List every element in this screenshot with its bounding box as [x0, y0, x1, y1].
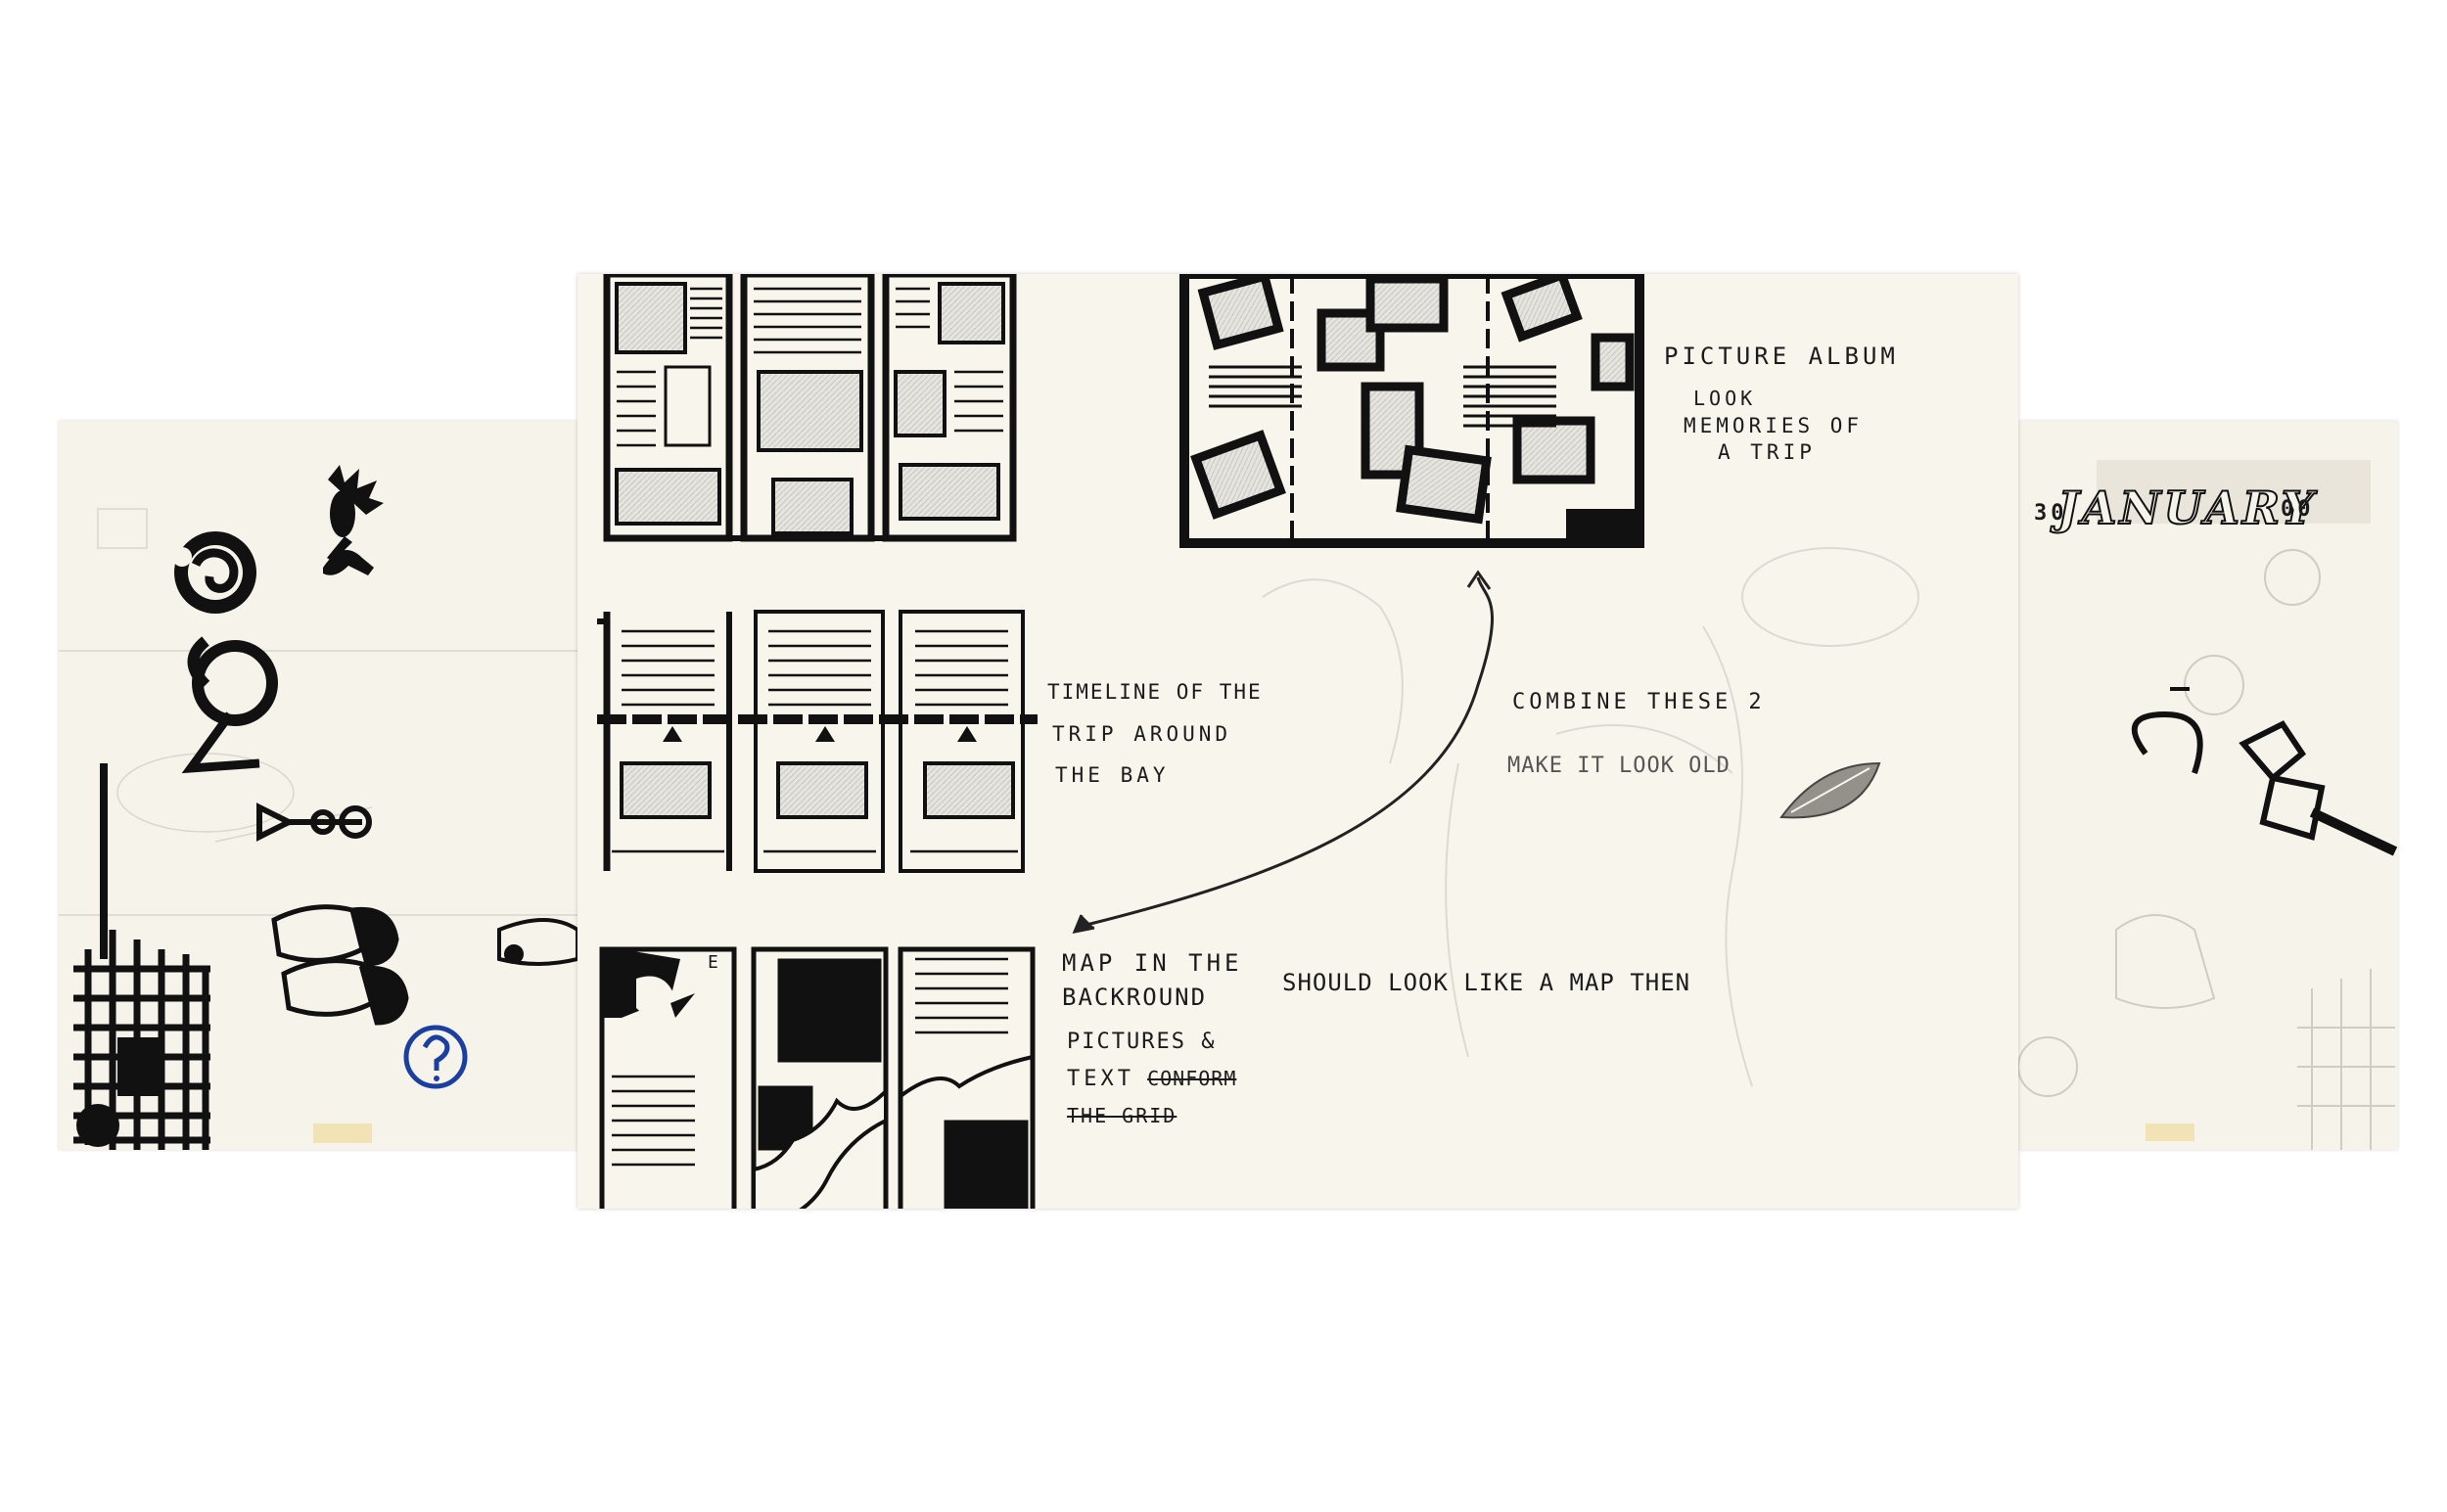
memories-line-2: A TRIP — [1718, 440, 1816, 464]
thumbnail-layouts — [597, 274, 1919, 1209]
map-line-1: MAP IN THE — [1062, 949, 1243, 977]
hook-sketch-icon — [2131, 710, 2398, 856]
shoe-sketch-icon — [497, 918, 579, 966]
question-mark-icon — [403, 1025, 468, 1089]
left-sketch-sheet — [59, 421, 579, 1150]
layout-row-3 — [599, 946, 1036, 1209]
picture-album-label: PICTURE ALBUM — [1664, 343, 1899, 370]
sitting-figure-icon — [323, 465, 384, 575]
pictures-text-word: TEXT — [1067, 1067, 1134, 1091]
day-prefix: 30 — [2034, 501, 2068, 526]
grid-marker: E — [708, 952, 718, 973]
timeline-line-3: THE BAY — [1055, 763, 1170, 787]
month-label: JANUARY — [2056, 481, 2317, 535]
combine-note: COMBINE THESE 2 — [1512, 690, 1766, 714]
timeline-line-2: TRIP AROUND — [1052, 722, 1232, 746]
layout-row-1 — [603, 274, 1017, 542]
curved-arrow — [1072, 570, 1494, 935]
leaf-scribble — [1779, 761, 1881, 819]
pole-mark — [100, 763, 108, 959]
make-old-note: MAKE IT LOOK OLD — [1507, 754, 1731, 778]
layout-sketch-sheet: PICTURE ALBUM LOOK MEMORIES OF A TRIP TI… — [577, 274, 2018, 1209]
pictures-conform-word: CONFORM — [1147, 1067, 1237, 1090]
year-suffix: 00 — [2281, 497, 2315, 522]
memories-line-1: MEMORIES OF — [1684, 414, 1864, 437]
timeline-line-1: TIMELINE OF THE — [1047, 680, 1263, 704]
pictures-line-2: TEXT CONFORM — [1067, 1067, 1236, 1091]
abstract-figure-icon — [181, 636, 278, 774]
left-sheet-drawings — [59, 465, 579, 1150]
pictures-line-3: THE GRID — [1067, 1104, 1177, 1127]
map-note: SHOULD LOOK LIKE A MAP THEN — [1282, 969, 1691, 996]
boxing-gloves-icon — [271, 904, 409, 1026]
triangle-dumbbell-icon — [256, 802, 372, 842]
layout-row-2 — [597, 610, 1038, 873]
right-sheet-drawings — [2017, 460, 2398, 1150]
right-sketch-sheet: 30 JANUARY 00 — [2017, 421, 2398, 1150]
look-label: LOOK — [1693, 387, 1757, 410]
picture-album-collage — [1179, 274, 1644, 548]
map-line-2: BACKROUND — [1062, 984, 1208, 1011]
swirl-icon — [172, 531, 256, 614]
pictures-line-1: PICTURES & — [1067, 1030, 1217, 1054]
